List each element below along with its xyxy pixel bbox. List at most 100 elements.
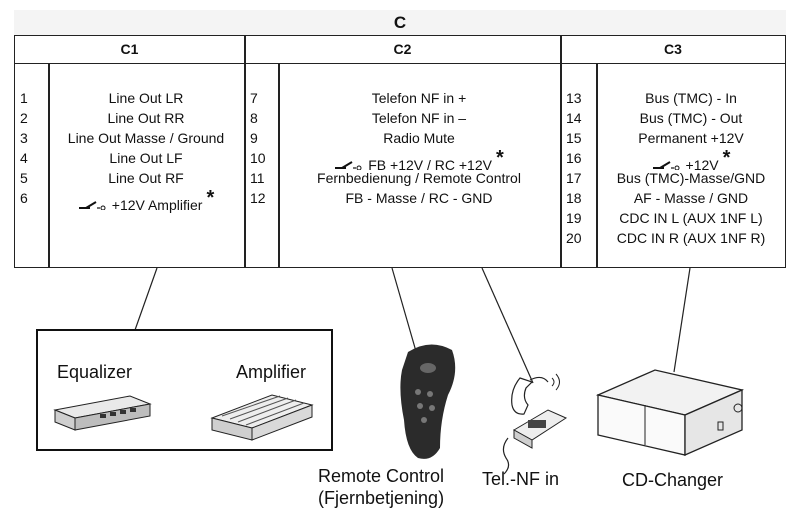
table-row: 10 FB +12V / RC +12V* <box>250 147 560 173</box>
pin-label-text: CDC IN R (AUX 1NF R) <box>616 230 766 246</box>
phone-label: Tel.-NF in <box>482 469 560 489</box>
pin-description: CDC IN L (AUX 1NF L) <box>596 208 786 228</box>
connector-line-phone <box>481 267 534 384</box>
asterisk-marker: * <box>722 147 731 169</box>
pin-label-text: Bus (TMC)-Masse/GND <box>616 170 766 186</box>
pin-number: 16 <box>566 150 582 166</box>
pin-description: Fernbedienung / Remote Control <box>278 168 560 188</box>
amplifier-icon <box>210 394 314 441</box>
pin-description: Line Out Masse / Ground <box>48 128 244 148</box>
pin-description: +12V Amplifier* <box>48 188 244 213</box>
table-row: 15 Permanent +12V <box>566 128 786 148</box>
pin-description: Permanent +12V <box>596 128 786 148</box>
pin-description: +12V* <box>596 147 786 173</box>
pin-number: 17 <box>566 170 582 186</box>
table-row: 6 +12V Amplifier* <box>20 188 245 213</box>
column-c2-rows: 7 Telefon NF in + 8 Telefon NF in – 9 Radio M… <box>250 88 560 208</box>
pin-label-text: Line Out LF <box>109 150 183 166</box>
pin-label-text: +12V Amplifier <box>111 197 203 213</box>
pin-number: 4 <box>20 150 28 166</box>
pin-description: Radio Mute <box>278 128 560 148</box>
pin-description: Bus (TMC) - In <box>596 88 786 108</box>
pin-description: Line Out LF <box>48 148 244 168</box>
table-row: 18 AF - Masse / GND <box>566 188 786 208</box>
column-header-c2: C2 <box>245 36 560 64</box>
pin-description: Telefon NF in + <box>278 88 560 108</box>
amplifier-label: Amplifier <box>236 362 307 382</box>
cd-changer-icon <box>595 369 745 456</box>
table-row: 4 Line Out LF <box>20 148 245 168</box>
pin-label-text: Permanent +12V <box>638 130 744 146</box>
pin-number: 13 <box>566 90 582 106</box>
pin-label-text: CDC IN L (AUX 1NF L) <box>619 210 763 226</box>
pin-description: AF - Masse / GND <box>596 188 786 208</box>
pin-description: FB - Masse / RC - GND <box>278 188 560 208</box>
pin-description: Line Out LR <box>48 88 244 108</box>
table-row: 17 Bus (TMC)-Masse/GND <box>566 168 786 188</box>
column-divider <box>244 36 246 268</box>
table-row: 11 Fernbedienung / Remote Control <box>250 168 560 188</box>
remote-control-sublabel: (Fjernbetjening) <box>318 488 445 508</box>
pin-label-text: AF - Masse / GND <box>633 190 749 206</box>
remote-control-label: Remote Control <box>318 466 445 486</box>
pin-label-text: Line Out LR <box>108 90 184 106</box>
table-row: 20 CDC IN R (AUX 1NF R) <box>566 228 786 248</box>
table-row: 9 Radio Mute <box>250 128 560 148</box>
telephone-icon <box>502 373 568 475</box>
pin-label-text: +12V <box>685 157 719 173</box>
pin-number: 9 <box>250 130 258 146</box>
table-row: 3 Line Out Masse / Ground <box>20 128 245 148</box>
pin-number: 10 <box>250 150 266 166</box>
pin-label-text: Line Out RR <box>107 110 185 126</box>
pin-number: 5 <box>20 170 28 186</box>
table-row: 8 Telefon NF in – <box>250 108 560 128</box>
table-row: 13 Bus (TMC) - In <box>566 88 786 108</box>
pin-number: 3 <box>20 130 28 146</box>
pin-label-text: Telefon NF in + <box>371 90 467 106</box>
pin-label-text: Telefon NF in – <box>371 110 467 126</box>
pin-description: FB +12V / RC +12V* <box>278 147 560 173</box>
pin-number: 20 <box>566 230 582 246</box>
amplifier-group-box <box>36 329 333 451</box>
pin-number: 18 <box>566 190 582 206</box>
table-row: 7 Telefon NF in + <box>250 88 560 108</box>
pin-number: 8 <box>250 110 258 126</box>
pin-description: Bus (TMC)-Masse/GND <box>596 168 786 188</box>
table-row: 5 Line Out RF <box>20 168 245 188</box>
table-row: 2 Line Out RR <box>20 108 245 128</box>
pin-number: 6 <box>20 190 28 206</box>
pin-label-text: Fernbedienung / Remote Control <box>317 170 521 186</box>
column-header-c1: C1 <box>14 36 245 64</box>
remote-control-icon <box>400 344 456 459</box>
pin-description: CDC IN R (AUX 1NF R) <box>596 228 786 248</box>
table-title: C <box>14 10 786 36</box>
pin-number: 19 <box>566 210 582 226</box>
pin-number: 11 <box>250 170 265 186</box>
connector-line-cd <box>673 267 691 373</box>
switch-icon <box>652 161 680 171</box>
pin-label-text: Bus (TMC) - In <box>645 90 737 106</box>
pin-label-text: FB - Masse / RC - GND <box>345 190 493 206</box>
number-divider <box>596 64 598 268</box>
pin-label-text: Line Out RF <box>108 170 184 186</box>
pin-number: 7 <box>250 90 258 106</box>
pin-description: Line Out RR <box>48 108 244 128</box>
pin-description: Telefon NF in – <box>278 108 560 128</box>
number-divider <box>278 64 280 268</box>
equalizer-label: Equalizer <box>57 362 133 382</box>
number-divider <box>48 64 50 268</box>
pin-number: 15 <box>566 130 582 146</box>
asterisk-marker: * <box>495 147 504 169</box>
pin-number: 2 <box>20 110 28 126</box>
connector-line-c1 <box>134 267 158 331</box>
table-row: 19 CDC IN L (AUX 1NF L) <box>566 208 786 228</box>
pin-description: Line Out RF <box>48 168 244 188</box>
pin-label-text: Radio Mute <box>383 130 455 146</box>
column-header-c3: C3 <box>560 36 786 64</box>
